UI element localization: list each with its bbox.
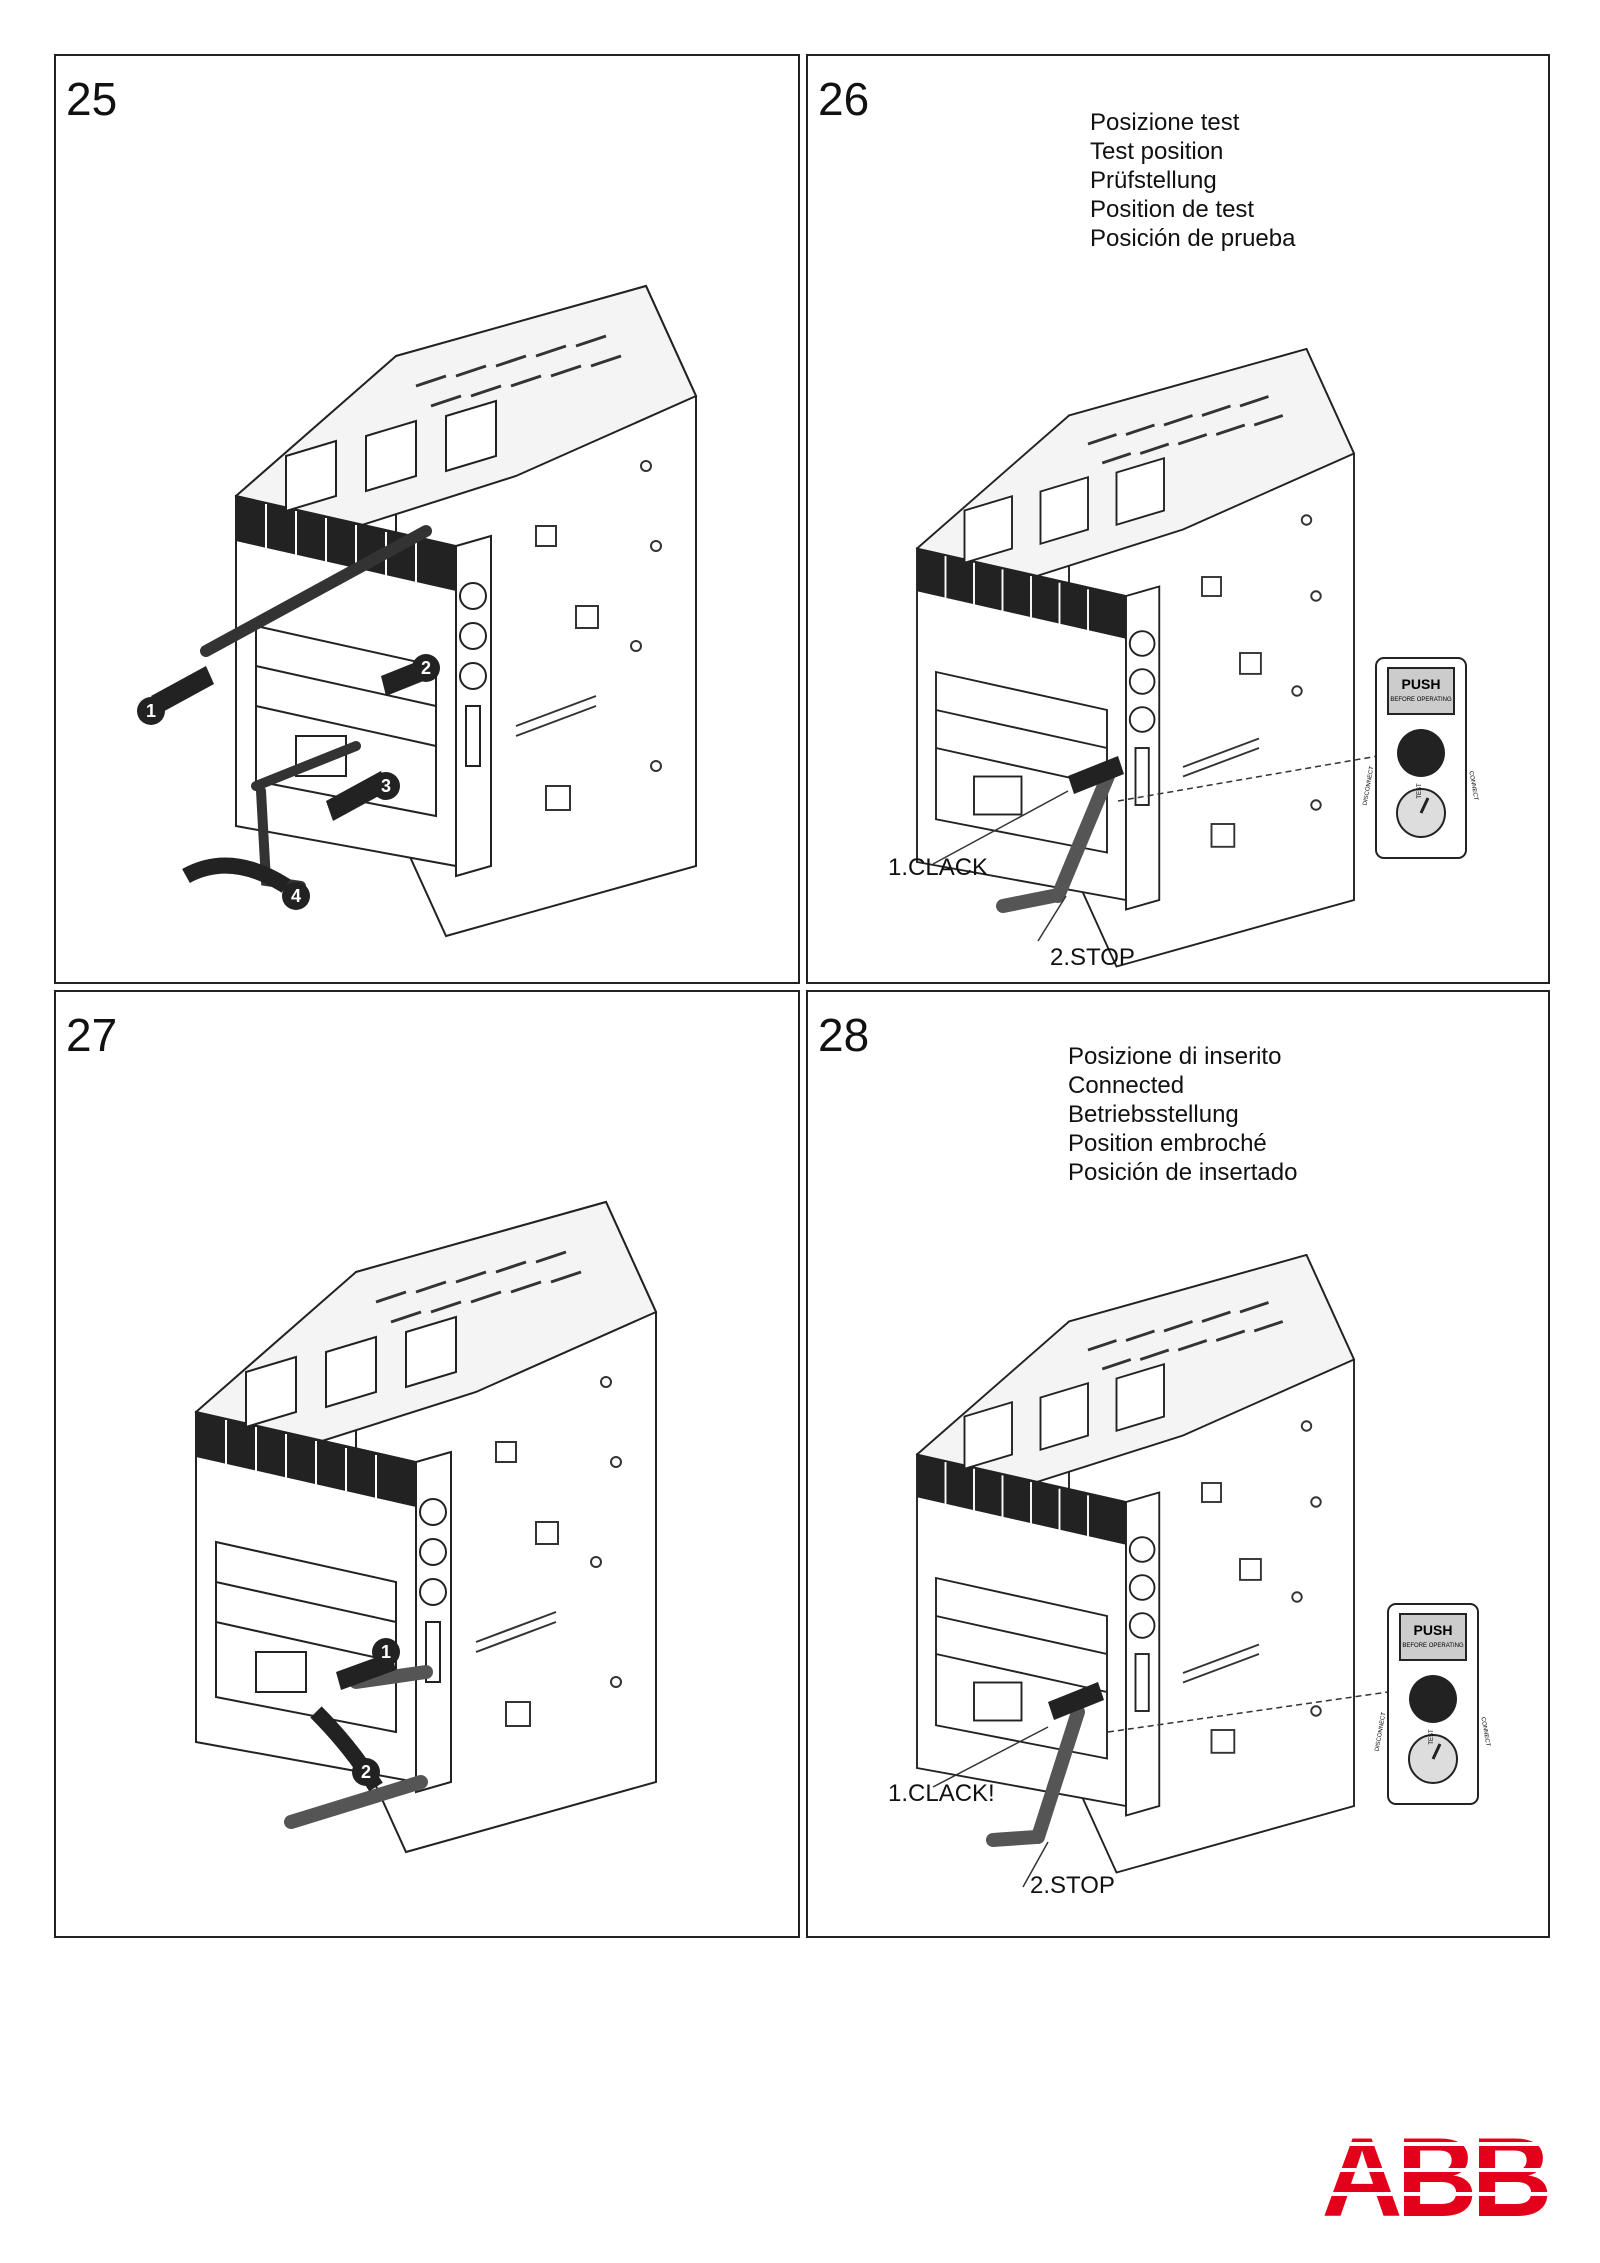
step-panel-25: 25 1 2 3 4 [54, 54, 800, 984]
step-panel-28: 28 Posizione di inserito Connected Betri… [806, 990, 1550, 1938]
illustration-breaker-racking: 1 2 3 4 [137, 284, 698, 938]
step-number: 25 [66, 73, 118, 125]
step-marker-3: 3 [381, 776, 391, 796]
step-number: 26 [818, 73, 870, 125]
step-panel-27: 27 1 2 [54, 990, 800, 1938]
callout-clack: 1.CLACK! [888, 1780, 995, 1807]
step-marker-4: 4 [291, 886, 301, 906]
dial-label-connect: CONNECT [1467, 771, 1478, 802]
step-panel-26: 26 Posizione test Test position Prüfstel… [806, 54, 1550, 984]
step-marker-1: 1 [146, 701, 156, 721]
illustration-crank-insertion: 1 2 [194, 1200, 658, 1854]
step-number: 28 [818, 1009, 870, 1061]
illustration-connected-position: PUSH BEFORE OPERATING DISCONNECT TEST CO… [915, 1253, 1491, 1888]
dial-label-test: TEST [1417, 783, 1423, 799]
dial-label-disconnect: DISCONNECT [1375, 1711, 1388, 1751]
push-button-sublabel: BEFORE OPERATING [1402, 1643, 1464, 1649]
step-marker-2: 2 [361, 1762, 371, 1782]
step-marker-1: 1 [381, 1642, 391, 1662]
dial-label-disconnect: DISCONNECT [1363, 765, 1376, 805]
dial-label-test: TEST [1429, 1729, 1435, 1745]
push-button-label: PUSH [1402, 676, 1441, 692]
step-marker-2: 2 [421, 658, 431, 678]
push-button-sublabel: BEFORE OPERATING [1390, 697, 1452, 703]
callout-stop: 2.STOP [1050, 944, 1135, 971]
callout-stop: 2.STOP [1030, 1872, 1115, 1899]
position-caption: Posizione test Test position Prüfstellun… [1090, 109, 1296, 252]
abb-logo: ABB [1316, 2118, 1552, 2220]
dial-label-connect: CONNECT [1479, 1717, 1490, 1748]
position-caption: Posizione di inserito Connected Betriebs… [1068, 1043, 1298, 1186]
push-button-label: PUSH [1414, 1622, 1453, 1638]
illustration-test-position: PUSH BEFORE OPERATING DISCONNECT TEST CO… [915, 347, 1479, 968]
callout-clack: 1.CLACK [888, 854, 989, 881]
step-number: 27 [66, 1009, 118, 1061]
